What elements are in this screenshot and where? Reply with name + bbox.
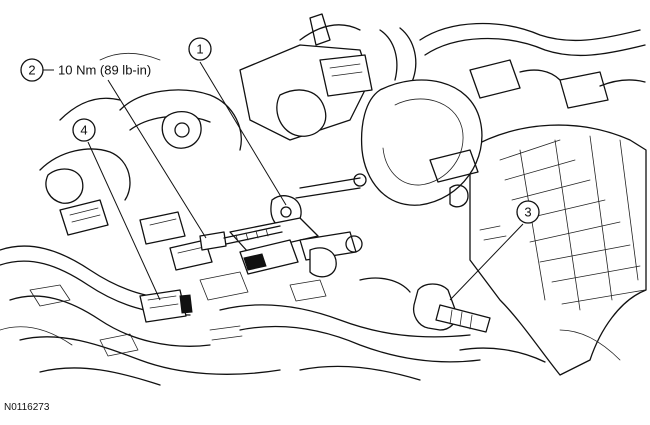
callout-3-leader: [449, 223, 524, 301]
callout-4-circle: [72, 118, 96, 142]
callout-2-leader: [43, 69, 207, 239]
callout-1-leader: [199, 61, 287, 206]
callout-4-leader: [87, 141, 161, 301]
callout-3-number: 3: [524, 205, 531, 220]
callout-2-torque-spec: 10 Nm (89 lb-in): [58, 63, 151, 78]
callout-1-circle: [188, 37, 212, 61]
figure-id-label: N0116273: [4, 402, 50, 413]
callout-3-circle: [516, 200, 540, 224]
callout-1-number: 1: [196, 42, 203, 57]
engine-background-linework: [0, 13, 647, 386]
callout-4-number: 4: [80, 123, 87, 138]
callout-3: 3: [449, 200, 540, 301]
callout-2-number: 2: [28, 63, 35, 78]
callout-2: 2 10 Nm (89 lb-in): [20, 58, 207, 239]
callout-4: 4: [72, 118, 161, 301]
callout-1: 1: [188, 37, 287, 206]
